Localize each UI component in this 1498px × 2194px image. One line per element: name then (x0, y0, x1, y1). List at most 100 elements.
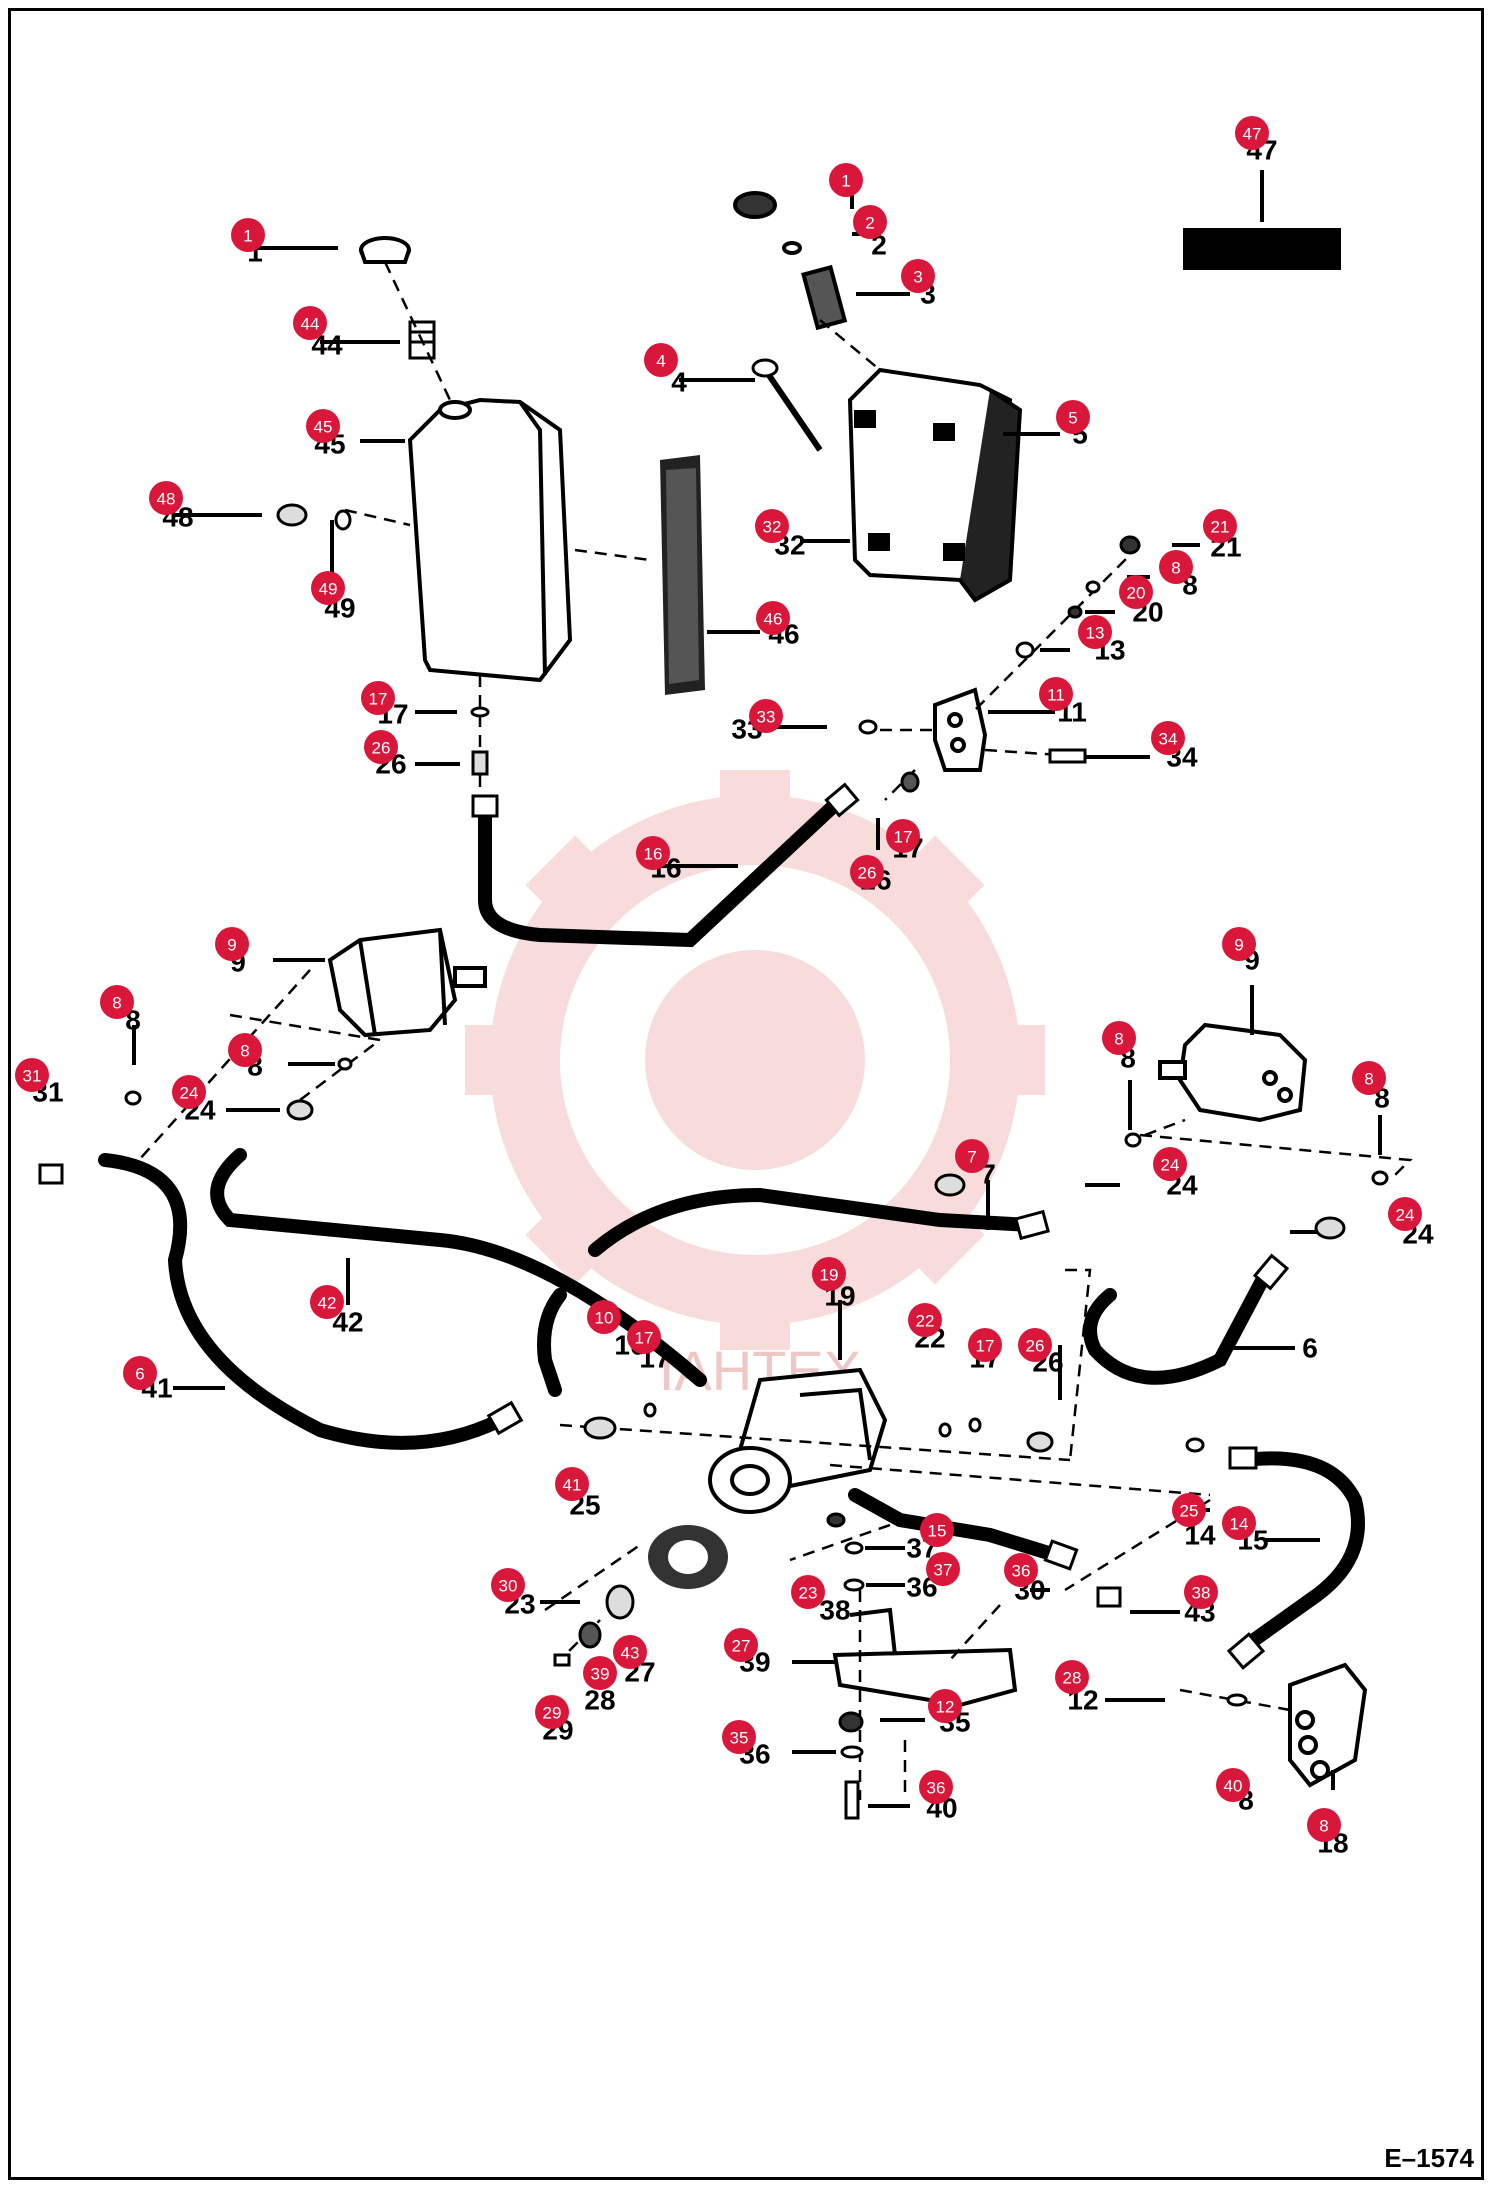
callout-marker[interactable]: 24 (172, 1075, 206, 1109)
callout-marker[interactable]: 1 (829, 163, 863, 197)
callout-marker[interactable]: 26 (1018, 1328, 1052, 1362)
callout-circle[interactable] (627, 1320, 661, 1354)
callout-circle[interactable] (361, 681, 395, 715)
callout-marker[interactable]: 43 (613, 1635, 647, 1669)
callout-circle[interactable] (724, 1628, 758, 1662)
callout-marker[interactable]: 22 (908, 1303, 942, 1337)
callout-marker[interactable]: 8 (228, 1033, 262, 1067)
callout-circle[interactable] (919, 1770, 953, 1804)
callout-circle[interactable] (755, 509, 789, 543)
callout-circle[interactable] (1235, 116, 1269, 150)
callout-circle[interactable] (749, 699, 783, 733)
callout-marker[interactable]: 39 (583, 1656, 617, 1690)
callout-circle[interactable] (364, 730, 398, 764)
callout-circle[interactable] (15, 1058, 49, 1092)
callout-marker[interactable]: 24 (1388, 1197, 1422, 1231)
callout-marker[interactable]: 15 (920, 1513, 954, 1547)
callout-circle[interactable] (1102, 1021, 1136, 1055)
callout-circle[interactable] (1018, 1328, 1052, 1362)
callout-marker[interactable]: 28 (1055, 1660, 1089, 1694)
callout-circle[interactable] (1078, 615, 1112, 649)
callout-circle[interactable] (1203, 509, 1237, 543)
callout-marker[interactable]: 36 (919, 1770, 953, 1804)
callout-marker[interactable]: 2 (853, 205, 887, 239)
callout-circle[interactable] (1184, 1575, 1218, 1609)
callout-circle[interactable] (1039, 677, 1073, 711)
callout-circle[interactable] (791, 1575, 825, 1609)
callout-marker[interactable]: 1 (231, 218, 265, 252)
callout-circle[interactable] (920, 1513, 954, 1547)
callout-marker[interactable]: 13 (1078, 615, 1112, 649)
callout-marker[interactable]: 9 (215, 927, 249, 961)
callout-marker[interactable]: 47 (1235, 116, 1269, 150)
callout-circle[interactable] (1055, 1660, 1089, 1694)
callout-marker[interactable]: 46 (756, 601, 790, 635)
callout-circle[interactable] (1159, 550, 1193, 584)
callout-marker[interactable]: 42 (310, 1285, 344, 1319)
callout-marker[interactable]: 37 (926, 1552, 960, 1586)
callout-marker[interactable]: 48 (149, 481, 183, 515)
callout-circle[interactable] (311, 571, 345, 605)
callout-circle[interactable] (306, 409, 340, 443)
callout-circle[interactable] (310, 1285, 344, 1319)
callout-marker[interactable]: 4 (644, 343, 678, 377)
callout-marker[interactable]: 10 (587, 1300, 621, 1334)
callout-circle[interactable] (491, 1568, 525, 1602)
callout-circle[interactable] (722, 1720, 756, 1754)
callout-circle[interactable] (215, 927, 249, 961)
callout-circle[interactable] (1151, 721, 1185, 755)
callout-marker[interactable]: 14 (1222, 1506, 1256, 1540)
callout-marker[interactable]: 44 (293, 306, 327, 340)
callout-circle[interactable] (1307, 1808, 1341, 1842)
callout-marker[interactable]: 8 (1307, 1808, 1341, 1842)
callout-circle[interactable] (829, 163, 863, 197)
callout-marker[interactable]: 17 (886, 819, 920, 853)
callout-circle[interactable] (535, 1695, 569, 1729)
callout-marker[interactable]: 36 (1004, 1553, 1038, 1587)
callout-circle[interactable] (636, 836, 670, 870)
callout-circle[interactable] (1216, 1768, 1250, 1802)
callout-marker[interactable]: 26 (364, 730, 398, 764)
callout-circle[interactable] (968, 1328, 1002, 1362)
callout-circle[interactable] (1222, 927, 1256, 961)
callout-marker[interactable]: 8 (1352, 1061, 1386, 1095)
callout-marker[interactable]: 17 (361, 681, 395, 715)
callout-marker[interactable]: 38 (1184, 1575, 1218, 1609)
callout-marker[interactable]: 23 (791, 1575, 825, 1609)
callout-circle[interactable] (955, 1139, 989, 1173)
callout-circle[interactable] (928, 1689, 962, 1723)
callout-circle[interactable] (853, 205, 887, 239)
callout-marker[interactable]: 45 (306, 409, 340, 443)
callout-marker[interactable]: 35 (722, 1720, 756, 1754)
callout-marker[interactable]: 16 (636, 836, 670, 870)
callout-marker[interactable]: 9 (1222, 927, 1256, 961)
callout-marker[interactable]: 7 (955, 1139, 989, 1173)
callout-circle[interactable] (812, 1257, 846, 1291)
callout-marker[interactable]: 29 (535, 1695, 569, 1729)
callout-circle[interactable] (1153, 1147, 1187, 1181)
callout-marker[interactable]: 12 (928, 1689, 962, 1723)
callout-marker[interactable]: 24 (1153, 1147, 1187, 1181)
callout-marker[interactable]: 32 (755, 509, 789, 543)
callout-circle[interactable] (293, 306, 327, 340)
callout-marker[interactable]: 17 (968, 1328, 1002, 1362)
callout-marker[interactable]: 49 (311, 571, 345, 605)
callout-circle[interactable] (231, 218, 265, 252)
callout-circle[interactable] (1056, 400, 1090, 434)
callout-marker[interactable]: 3 (901, 259, 935, 293)
callout-circle[interactable] (123, 1356, 157, 1390)
callout-marker[interactable]: 31 (15, 1058, 49, 1092)
callout-marker[interactable]: 8 (1102, 1021, 1136, 1055)
callout-marker[interactable]: 6 (123, 1356, 157, 1390)
callout-marker[interactable]: 8 (100, 985, 134, 1019)
callout-marker[interactable]: 21 (1203, 509, 1237, 543)
callout-circle[interactable] (908, 1303, 942, 1337)
callout-circle[interactable] (1388, 1197, 1422, 1231)
callout-circle[interactable] (613, 1635, 647, 1669)
callout-circle[interactable] (100, 985, 134, 1019)
callout-marker[interactable]: 33 (749, 699, 783, 733)
callout-circle[interactable] (587, 1300, 621, 1334)
callout-marker[interactable]: 25 (1172, 1493, 1206, 1527)
callout-marker[interactable]: 26 (850, 855, 884, 889)
callout-circle[interactable] (926, 1552, 960, 1586)
